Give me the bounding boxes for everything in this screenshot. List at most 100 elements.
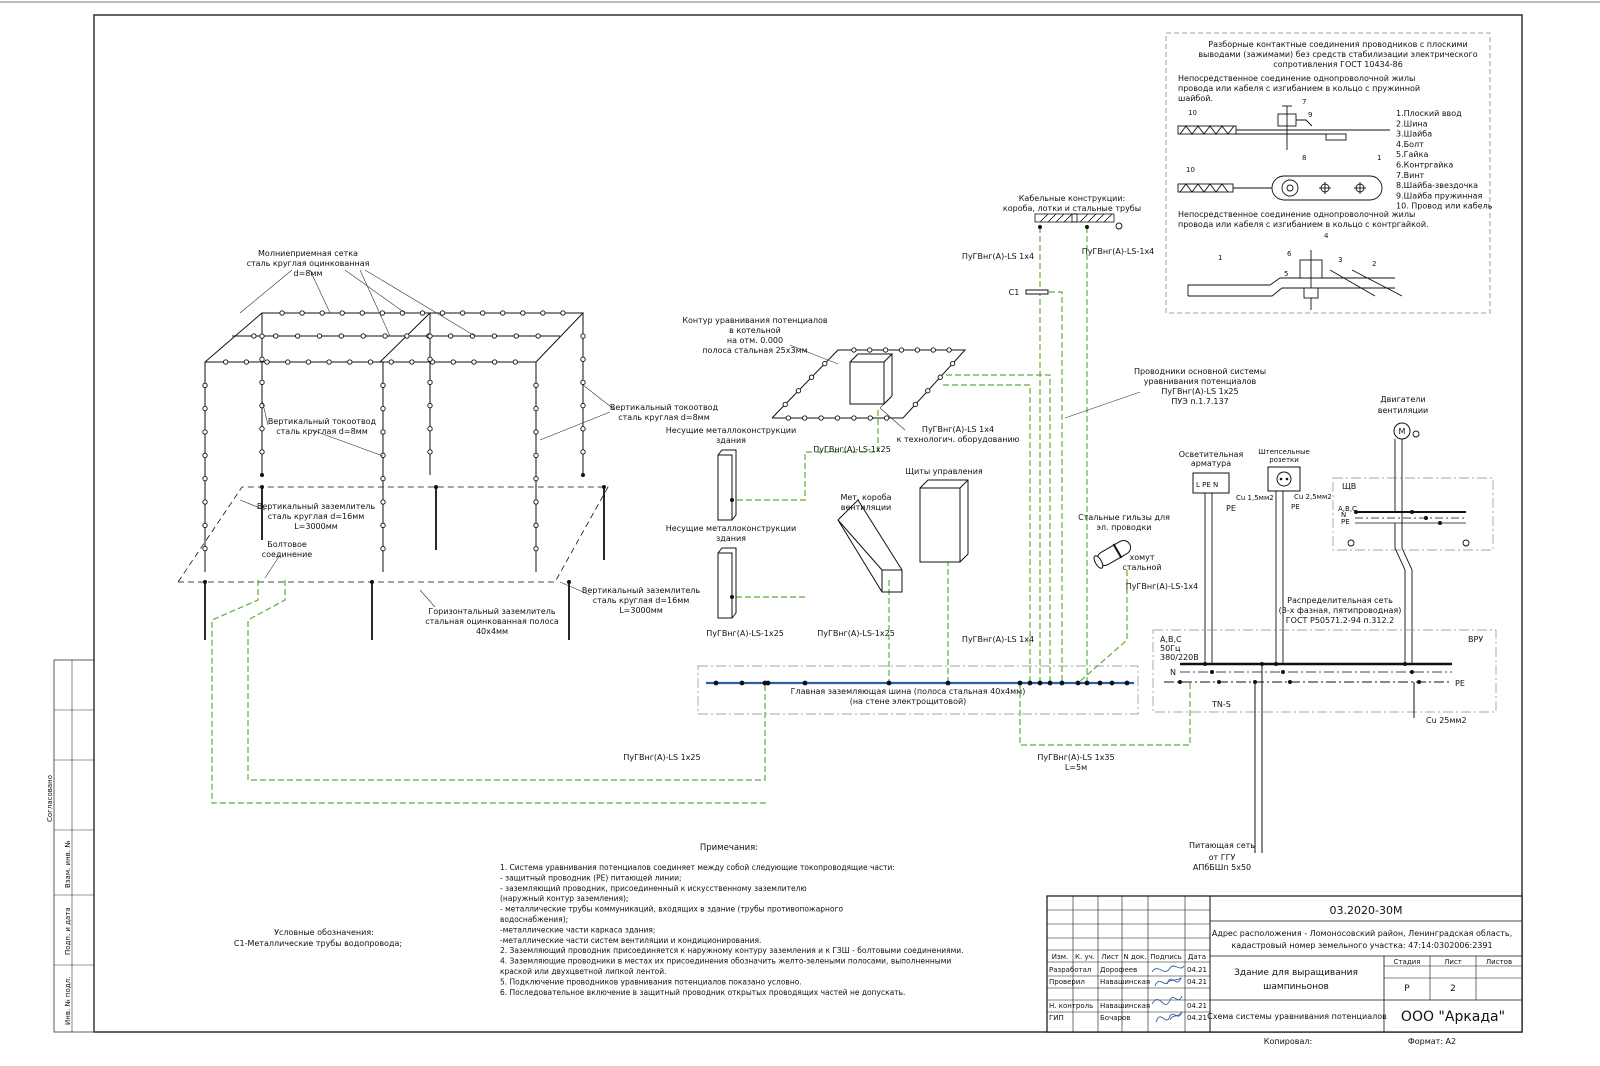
note-line: 4. Заземляющие проводники в местах их пр… bbox=[500, 957, 951, 966]
mesh-node bbox=[883, 415, 890, 421]
note-line: краской или двухцветной липкой лентой. bbox=[500, 967, 667, 976]
vru-label: ВРУ bbox=[1468, 635, 1483, 644]
sockets-1: Штепсельные bbox=[1258, 448, 1310, 456]
stamp-address-1: Адрес расположения - Ломоносовский район… bbox=[1212, 929, 1512, 938]
bus-connection bbox=[1124, 680, 1130, 686]
mesh-node bbox=[491, 359, 498, 365]
detail-title-2: выводами (зажимами) без средств стабилиз… bbox=[1198, 50, 1477, 59]
bus-connection bbox=[886, 680, 892, 686]
shv-terminal bbox=[1424, 516, 1428, 520]
detail-mark: 10 bbox=[1188, 109, 1197, 117]
stamp-date: 04.21 bbox=[1187, 966, 1207, 974]
note-line: (наружный контур заземления); bbox=[500, 894, 628, 903]
ground-point bbox=[602, 485, 606, 489]
mesh-node bbox=[427, 333, 433, 339]
mesh-node bbox=[580, 356, 586, 362]
mesh-node bbox=[380, 499, 386, 505]
dist-net-1: Распределительная сеть bbox=[1287, 596, 1393, 605]
side-inv-repl: Взам. инв. № bbox=[64, 840, 72, 888]
mesh-node bbox=[367, 359, 374, 365]
vert-ground-right-1: Вертикальный заземлитель bbox=[582, 586, 701, 595]
mesh-node bbox=[419, 310, 426, 316]
mesh-node bbox=[513, 333, 519, 339]
mesh-node bbox=[382, 333, 388, 339]
bus-connection bbox=[1027, 680, 1033, 686]
detail-legend-item: 9.Шайба пружинная bbox=[1396, 191, 1482, 200]
shv-terminal bbox=[1438, 521, 1442, 525]
vru-cable-1: ПуГВнг(A)-LS 1х35 bbox=[1037, 753, 1114, 762]
signatures bbox=[1151, 965, 1185, 1023]
stamp-sheet-v: 2 bbox=[1450, 984, 1456, 994]
side-inv-orig: Инв. № подл. bbox=[64, 977, 72, 1025]
boiler-title-2: в котельной bbox=[729, 326, 781, 335]
vru-terminal bbox=[1410, 670, 1414, 674]
mesh-node bbox=[914, 347, 921, 353]
vru-terminal bbox=[1288, 680, 1292, 684]
detail-mark: 3 bbox=[1338, 256, 1342, 264]
mesh-node bbox=[285, 359, 291, 365]
mesh-node bbox=[533, 546, 539, 552]
stamp-date: 04.21 bbox=[1187, 1014, 1207, 1022]
trays-cable-right: ПуГВнг(A)-LS-1х4 bbox=[1082, 247, 1155, 256]
stamp-object-2: шампиньонов bbox=[1263, 982, 1329, 992]
lighting-2: арматура bbox=[1191, 459, 1231, 468]
mesh-node bbox=[427, 426, 433, 432]
mesh-node bbox=[851, 347, 857, 353]
ground-point bbox=[370, 580, 374, 584]
mesh-node bbox=[316, 333, 323, 339]
main-bus-2: (на стене электрощитовой) bbox=[850, 697, 967, 706]
stamp-copied: Копировал: bbox=[1264, 1037, 1312, 1046]
mesh-node bbox=[533, 522, 539, 528]
mesh-node bbox=[533, 476, 539, 482]
stamp-sheet-title: Схема системы уравнивания потенциалов bbox=[1207, 1012, 1387, 1021]
lighting-pe: PE bbox=[1226, 504, 1236, 513]
main-ground-bus: Главная заземляющая шина (полоса стальна… bbox=[623, 665, 1139, 772]
lighting-cu: Cu 1,5мм2 bbox=[1236, 494, 1274, 502]
mesh-node bbox=[319, 310, 325, 316]
detail-mark: 1 bbox=[1218, 254, 1222, 262]
detail-mark: 5 bbox=[1284, 270, 1288, 278]
horiz-ground-3: 40х4мм bbox=[476, 627, 508, 636]
mesh-node bbox=[520, 310, 526, 316]
shv-label: ЩВ bbox=[1342, 482, 1356, 491]
cable-ducts: ПуГВнг(A)-LS-1х25 bbox=[817, 629, 895, 638]
mesh-node bbox=[818, 415, 824, 421]
mesh-node bbox=[834, 415, 841, 421]
sockets-cu: Cu 2,5мм2 bbox=[1294, 493, 1332, 501]
note-line: 1. Система уравнивания потенциалов соеди… bbox=[500, 863, 895, 872]
mesh-node bbox=[427, 402, 433, 409]
mesh-node bbox=[338, 333, 344, 339]
ground-point bbox=[434, 485, 438, 489]
mesh-node bbox=[339, 310, 345, 316]
mesh-node bbox=[251, 333, 257, 339]
mesh-node bbox=[259, 379, 265, 386]
ground-point bbox=[260, 485, 264, 489]
ground-point bbox=[203, 580, 207, 584]
mesh-node bbox=[937, 374, 943, 380]
main-cond-1: Проводники основной системы bbox=[1134, 367, 1266, 376]
supply-1: Питающая сеть bbox=[1189, 841, 1255, 850]
cable-trays: Кабельные конструкции: короба, лотки и с… bbox=[962, 194, 1154, 297]
ground-cable-label: ПуГВнг(A)-LS 1х25 bbox=[623, 753, 700, 762]
mesh-node bbox=[326, 359, 332, 365]
vru-param-2: 50Гц bbox=[1160, 644, 1181, 653]
bus-connection bbox=[765, 680, 771, 686]
mesh-node bbox=[223, 359, 229, 365]
vru-terminal bbox=[1203, 662, 1207, 666]
mesh-node bbox=[580, 449, 586, 455]
shv-pe: PE bbox=[1341, 518, 1350, 526]
mesh-node bbox=[512, 359, 518, 365]
boiler-cable-eq-2: к технологич. оборудованию bbox=[897, 435, 1020, 444]
vru-terminal bbox=[1281, 670, 1285, 674]
detail-legend-item: 8.Шайба-звездочка bbox=[1396, 181, 1478, 190]
note-line: 6. Последовательное включение в защитный… bbox=[500, 988, 905, 997]
bus-connection bbox=[713, 680, 719, 686]
note-line: водоснабжения); bbox=[500, 915, 568, 924]
mesh-node bbox=[580, 402, 586, 409]
sockets-2: розетки bbox=[1269, 456, 1299, 464]
clamp-2: стальной bbox=[1122, 563, 1161, 572]
mesh-node bbox=[360, 333, 366, 339]
mesh-node bbox=[259, 449, 265, 455]
mesh-node bbox=[379, 310, 386, 316]
